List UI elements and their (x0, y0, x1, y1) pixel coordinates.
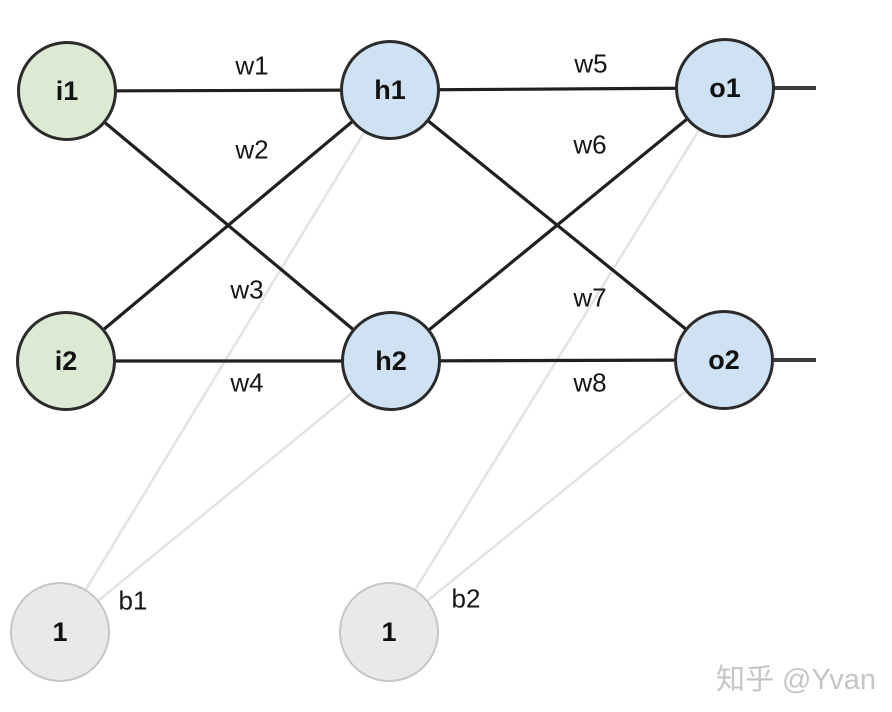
node-o2: o2 (674, 310, 774, 410)
node-bias-1: 1 (10, 582, 110, 682)
edge-b1-h2 (59, 360, 392, 633)
weight-label-w1: w1 (235, 50, 269, 81)
edge-h1-o2-w7 (388, 88, 726, 362)
weight-label-w3: w3 (230, 274, 264, 305)
weight-label-w5: w5 (574, 48, 608, 79)
weight-label-w4: w4 (230, 367, 264, 398)
node-i2-label: i2 (54, 345, 78, 376)
bias-label-b1: b1 (118, 585, 148, 616)
node-bias-2: 1 (339, 582, 439, 682)
weight-label-w8: w8 (573, 367, 607, 398)
node-o2-label: o2 (708, 344, 740, 375)
edge-h1-o1-w5 (389, 86, 726, 92)
node-i2: i2 (16, 311, 116, 411)
edge-i1-h1-w1 (66, 88, 391, 93)
watermark: 知乎 @Yvan (716, 664, 876, 696)
weight-label-w7: w7 (573, 282, 607, 313)
node-o1-label: o1 (709, 72, 741, 103)
node-h1-label: h1 (374, 74, 406, 105)
node-h1: h1 (340, 40, 440, 140)
weight-label-w6: w6 (573, 129, 607, 160)
node-bias-1-label: 1 (52, 616, 68, 647)
node-bias-2-label: 1 (381, 616, 397, 647)
node-h2: h2 (341, 311, 441, 411)
node-h2-label: h2 (375, 345, 407, 376)
bias-label-b2: b2 (451, 583, 481, 614)
node-i1-label: i1 (55, 75, 79, 106)
node-o1: o1 (675, 38, 775, 138)
edge-h2-o2-w8 (390, 358, 725, 363)
weight-label-w2: w2 (235, 134, 269, 165)
edge-b2-o2 (388, 359, 725, 633)
node-i1: i1 (17, 41, 117, 141)
edge-i1-h2-w3 (65, 89, 393, 363)
